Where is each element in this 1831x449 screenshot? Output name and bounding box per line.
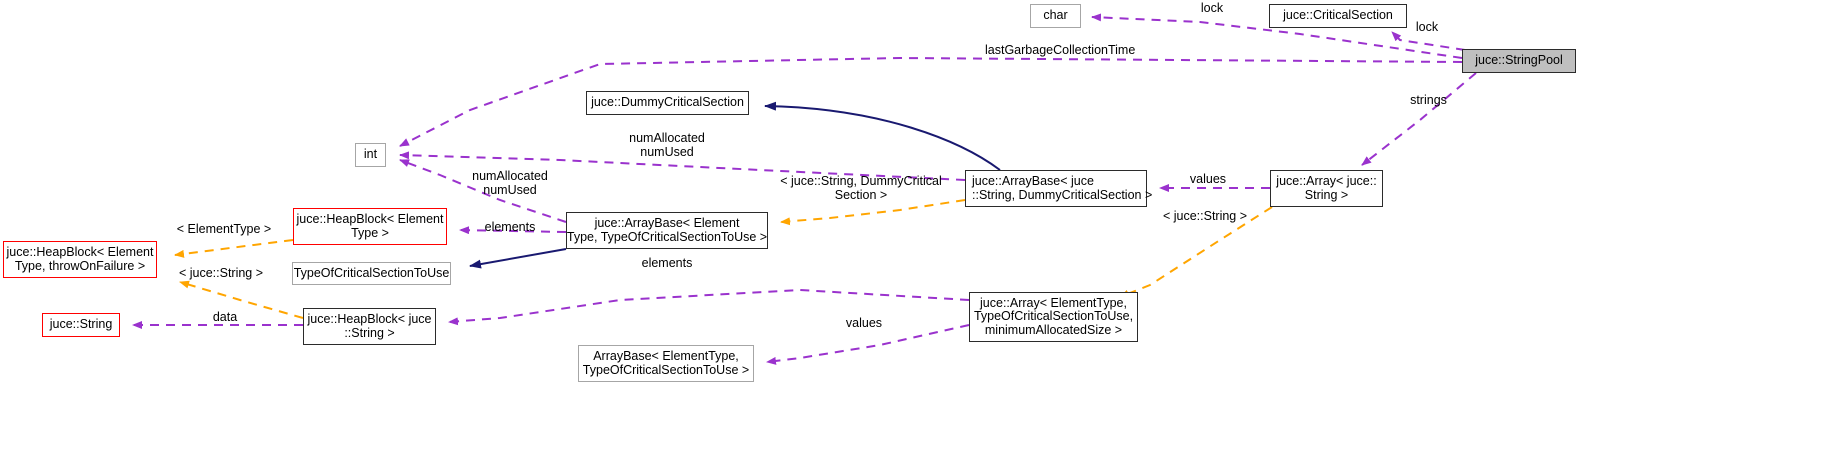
node-int[interactable]: int <box>355 143 386 167</box>
node-juce-stringpool-label: juce::StringPool <box>1475 53 1563 68</box>
node-juce-heapblock-juce-string[interactable]: juce::HeapBlock< juce ::String > <box>303 308 436 345</box>
edge-label-data: data <box>212 310 238 324</box>
edge-label-lock-2: lock <box>1415 20 1439 34</box>
node-juce-array-elementtype-label: juce::Array< ElementType, TypeOfCritical… <box>973 295 1134 337</box>
edge-template-heapblock-element <box>174 239 294 258</box>
node-juce-arraybase-elementtype-label: juce::ArrayBase< Element Type, TypeOfCri… <box>566 216 768 244</box>
node-juce-array-elementtype[interactable]: juce::Array< ElementType, TypeOfCritical… <box>969 292 1138 342</box>
edge-arrayelement-arraybaseplain <box>766 324 970 365</box>
node-juce-dummycriticalsection-label: juce::DummyCriticalSection <box>591 95 744 110</box>
edge-label-lastgarbagecollectiontime: lastGarbageCollectionTime <box>985 43 1136 57</box>
edge-arrayelement-heapblockstring <box>448 288 970 326</box>
edge-label-strings: strings <box>1410 93 1447 107</box>
node-juce-arraybase-string-dummycriticalsection[interactable]: juce::ArrayBase< juce ::String, DummyCri… <box>965 170 1152 207</box>
edge-label-values-1: values <box>1189 172 1227 186</box>
node-juce-heapblock-throwonfailure[interactable]: juce::HeapBlock< Element Type, throwOnFa… <box>3 241 157 278</box>
node-juce-arraybase-elementtype[interactable]: juce::ArrayBase< Element Type, TypeOfCri… <box>566 212 768 249</box>
edge-label-elements-2: elements <box>641 256 693 270</box>
edge-stringpool-criticalsection <box>1391 31 1466 51</box>
node-typeofcriticalsectiontouse-label: TypeOfCriticalSectionToUse <box>293 265 450 280</box>
node-juce-stringpool[interactable]: juce::StringPool <box>1462 49 1576 73</box>
edge-label-template-string-dummycriticalsection: < juce::String, DummyCritical Section > <box>780 174 942 202</box>
node-juce-heapblock-elementtype-label: juce::HeapBlock< Element Type > <box>296 212 444 240</box>
node-arraybase-elementtype-plain[interactable]: ArrayBase< ElementType, TypeOfCriticalSe… <box>578 345 754 382</box>
edge-label-values-2: values <box>845 316 883 330</box>
edge-stringpool-arraystring <box>1361 72 1477 166</box>
node-juce-criticalsection-label: juce::CriticalSection <box>1283 8 1393 23</box>
node-int-label: int <box>363 147 378 162</box>
node-char[interactable]: char <box>1030 4 1081 28</box>
node-juce-heapblock-juce-string-label: juce::HeapBlock< juce ::String > <box>307 312 432 340</box>
node-juce-arraybase-string-dummycriticalsection-label: juce::ArrayBase< juce ::String, DummyCri… <box>972 174 1153 202</box>
edge-stringpool-int <box>399 56 1463 147</box>
edge-inherit-dummy <box>764 101 1001 171</box>
edge-label-lock-1: lock <box>1200 1 1224 15</box>
edge-inherit-typeofcs <box>469 248 567 269</box>
edge-label-juce-string-template-2: < juce::String > <box>178 266 264 280</box>
node-arraybase-elementtype-plain-label: ArrayBase< ElementType, TypeOfCriticalSe… <box>582 349 750 377</box>
node-juce-array-string-label: juce::Array< juce:: String > <box>1276 174 1377 202</box>
node-juce-heapblock-elementtype[interactable]: juce::HeapBlock< Element Type > <box>293 208 447 245</box>
node-juce-heapblock-throwonfailure-label: juce::HeapBlock< Element Type, throwOnFa… <box>6 245 154 273</box>
node-char-label: char <box>1043 8 1068 23</box>
edge-template-arraybase <box>780 199 966 226</box>
edge-label-numallocated-numused-2: numAllocated numUsed <box>472 169 548 197</box>
edge-label-numallocated-numused-1: numAllocated numUsed <box>629 131 705 159</box>
node-juce-string[interactable]: juce::String <box>42 313 120 337</box>
edge-label-elements-1: elements <box>484 220 536 234</box>
edge-template-heapblock-string <box>179 280 304 319</box>
edge-label-elementtype-template: < ElementType > <box>176 222 272 236</box>
node-juce-criticalsection[interactable]: juce::CriticalSection <box>1269 4 1407 28</box>
node-juce-dummycriticalsection[interactable]: juce::DummyCriticalSection <box>586 91 749 115</box>
node-typeofcriticalsectiontouse[interactable]: TypeOfCriticalSectionToUse <box>292 262 451 285</box>
edge-label-juce-string-template-1: < juce::String > <box>1162 209 1248 223</box>
node-juce-array-string[interactable]: juce::Array< juce:: String > <box>1270 170 1383 207</box>
node-juce-string-label: juce::String <box>49 317 113 332</box>
